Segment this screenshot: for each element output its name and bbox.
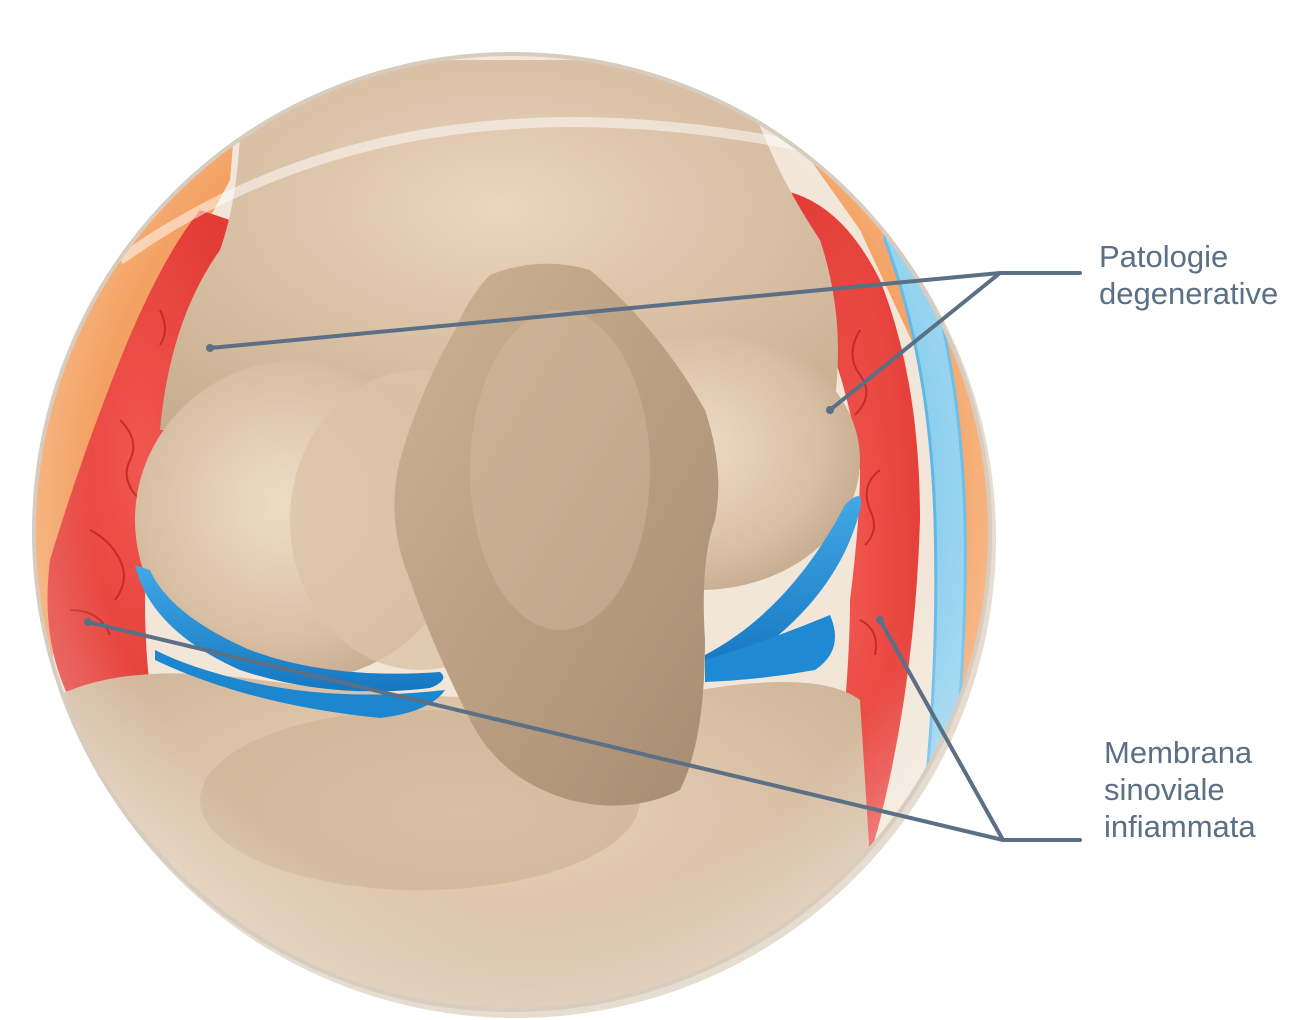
pointer-dot-patologie-1 [206, 344, 214, 352]
label-patologie-line1: Patologie [1099, 238, 1278, 275]
label-patologie-degenerative: Patologie degenerative [1099, 238, 1278, 312]
label-membrana-sinoviale: Membrana sinoviale infiammata [1104, 734, 1256, 845]
label-membrana-line1: Membrana [1104, 734, 1256, 771]
label-membrana-line2: sinoviale [1104, 771, 1256, 808]
pointer-dot-membrana-2 [876, 616, 884, 624]
label-membrana-line3: infiammata [1104, 808, 1256, 845]
pointer-dot-membrana-1 [84, 618, 92, 626]
label-patologie-line2: degenerative [1099, 275, 1278, 312]
pointer-dot-patologie-2 [826, 406, 834, 414]
